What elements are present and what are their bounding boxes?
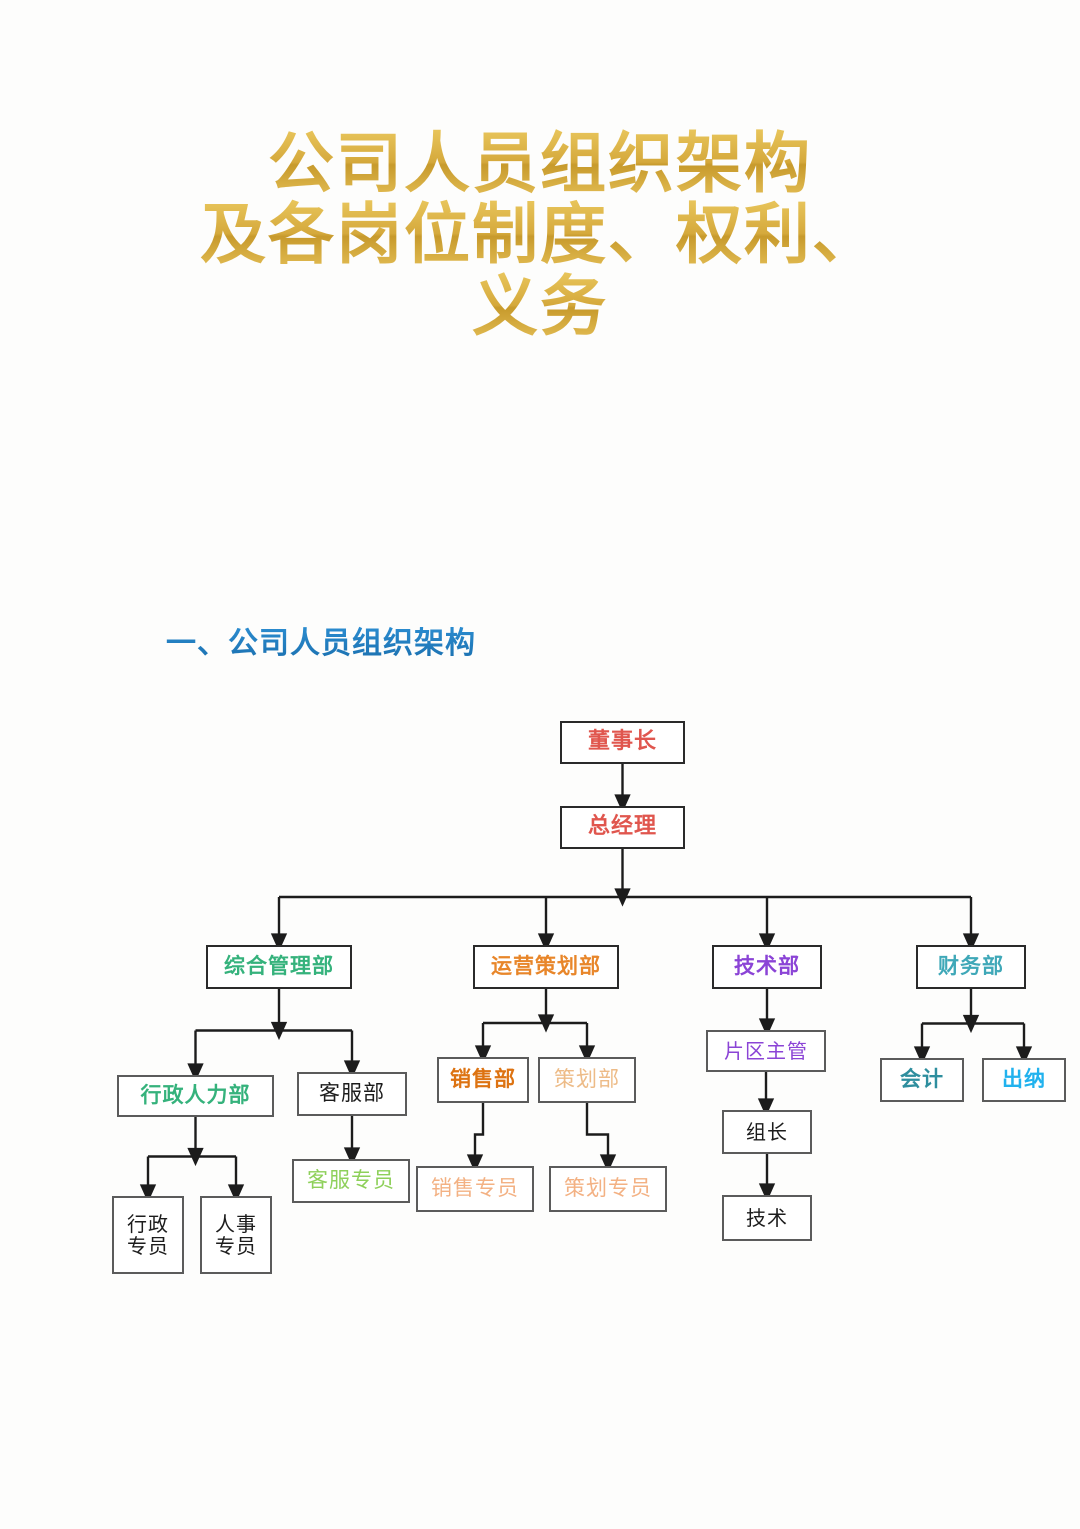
org-node-chairman: 董事长 (560, 721, 685, 764)
org-node-area_mgr: 片区主管 (706, 1030, 826, 1072)
connector (585, 1103, 617, 1173)
org-node-team_lead: 组长 (722, 1110, 812, 1154)
org-node-fin_dept: 财务部 (916, 945, 1026, 989)
title-line-3: 义务 (0, 270, 1080, 342)
org-node-tech_staff: 技术 (722, 1195, 812, 1241)
org-node-admin_staff: 行政 专员 (112, 1196, 184, 1274)
org-node-cs_staff: 客服专员 (292, 1159, 410, 1203)
connector (466, 1103, 485, 1173)
org-node-admin_dept: 综合管理部 (206, 945, 352, 989)
org-node-cs_dept: 客服部 (297, 1072, 407, 1116)
org-node-hr_dept: 行政人力部 (117, 1075, 274, 1117)
org-node-sales_dept: 销售部 (437, 1057, 529, 1103)
org-node-hr_staff: 人事 专员 (200, 1196, 272, 1274)
org-node-sales_staff: 销售专员 (416, 1166, 534, 1212)
org-node-plan_dept: 策划部 (538, 1057, 636, 1103)
org-node-accountant: 会计 (880, 1058, 964, 1102)
org-node-cashier: 出纳 (982, 1058, 1066, 1102)
section-heading: 一、公司人员组织架构 (166, 618, 476, 662)
org-node-plan_staff: 策划专员 (549, 1166, 667, 1212)
title-line-2: 及各岗位制度、权利、 (0, 199, 1080, 271)
org-node-ops_dept: 运营策划部 (473, 945, 619, 989)
org-node-tech_dept: 技术部 (712, 945, 822, 989)
org-node-gm: 总经理 (560, 806, 685, 849)
document-title: 公司人员组织架构 及各岗位制度、权利、 义务 (0, 128, 1080, 342)
title-line-1: 公司人员组织架构 (0, 128, 1080, 200)
